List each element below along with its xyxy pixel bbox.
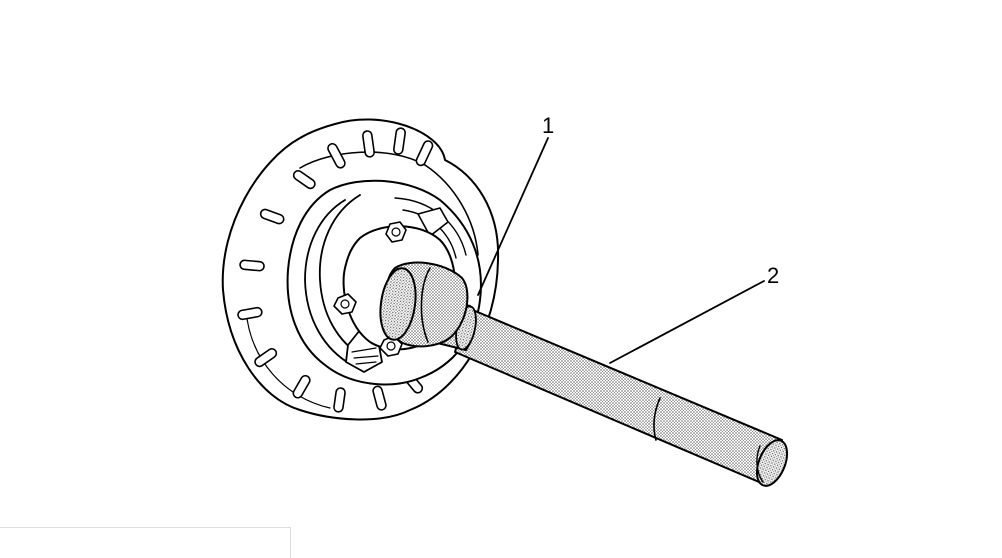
rim-slots [237,127,434,413]
callout-1-leader [477,137,549,296]
axle-shaft [379,261,789,487]
callout-2: 2 [609,263,779,364]
corner-panel [0,527,291,558]
callout-1-label: 1 [542,113,554,138]
callout-2-leader [609,280,765,364]
callout-1: 1 [477,113,554,296]
callout-2-label: 2 [767,263,779,288]
flange-bolts [333,221,407,357]
